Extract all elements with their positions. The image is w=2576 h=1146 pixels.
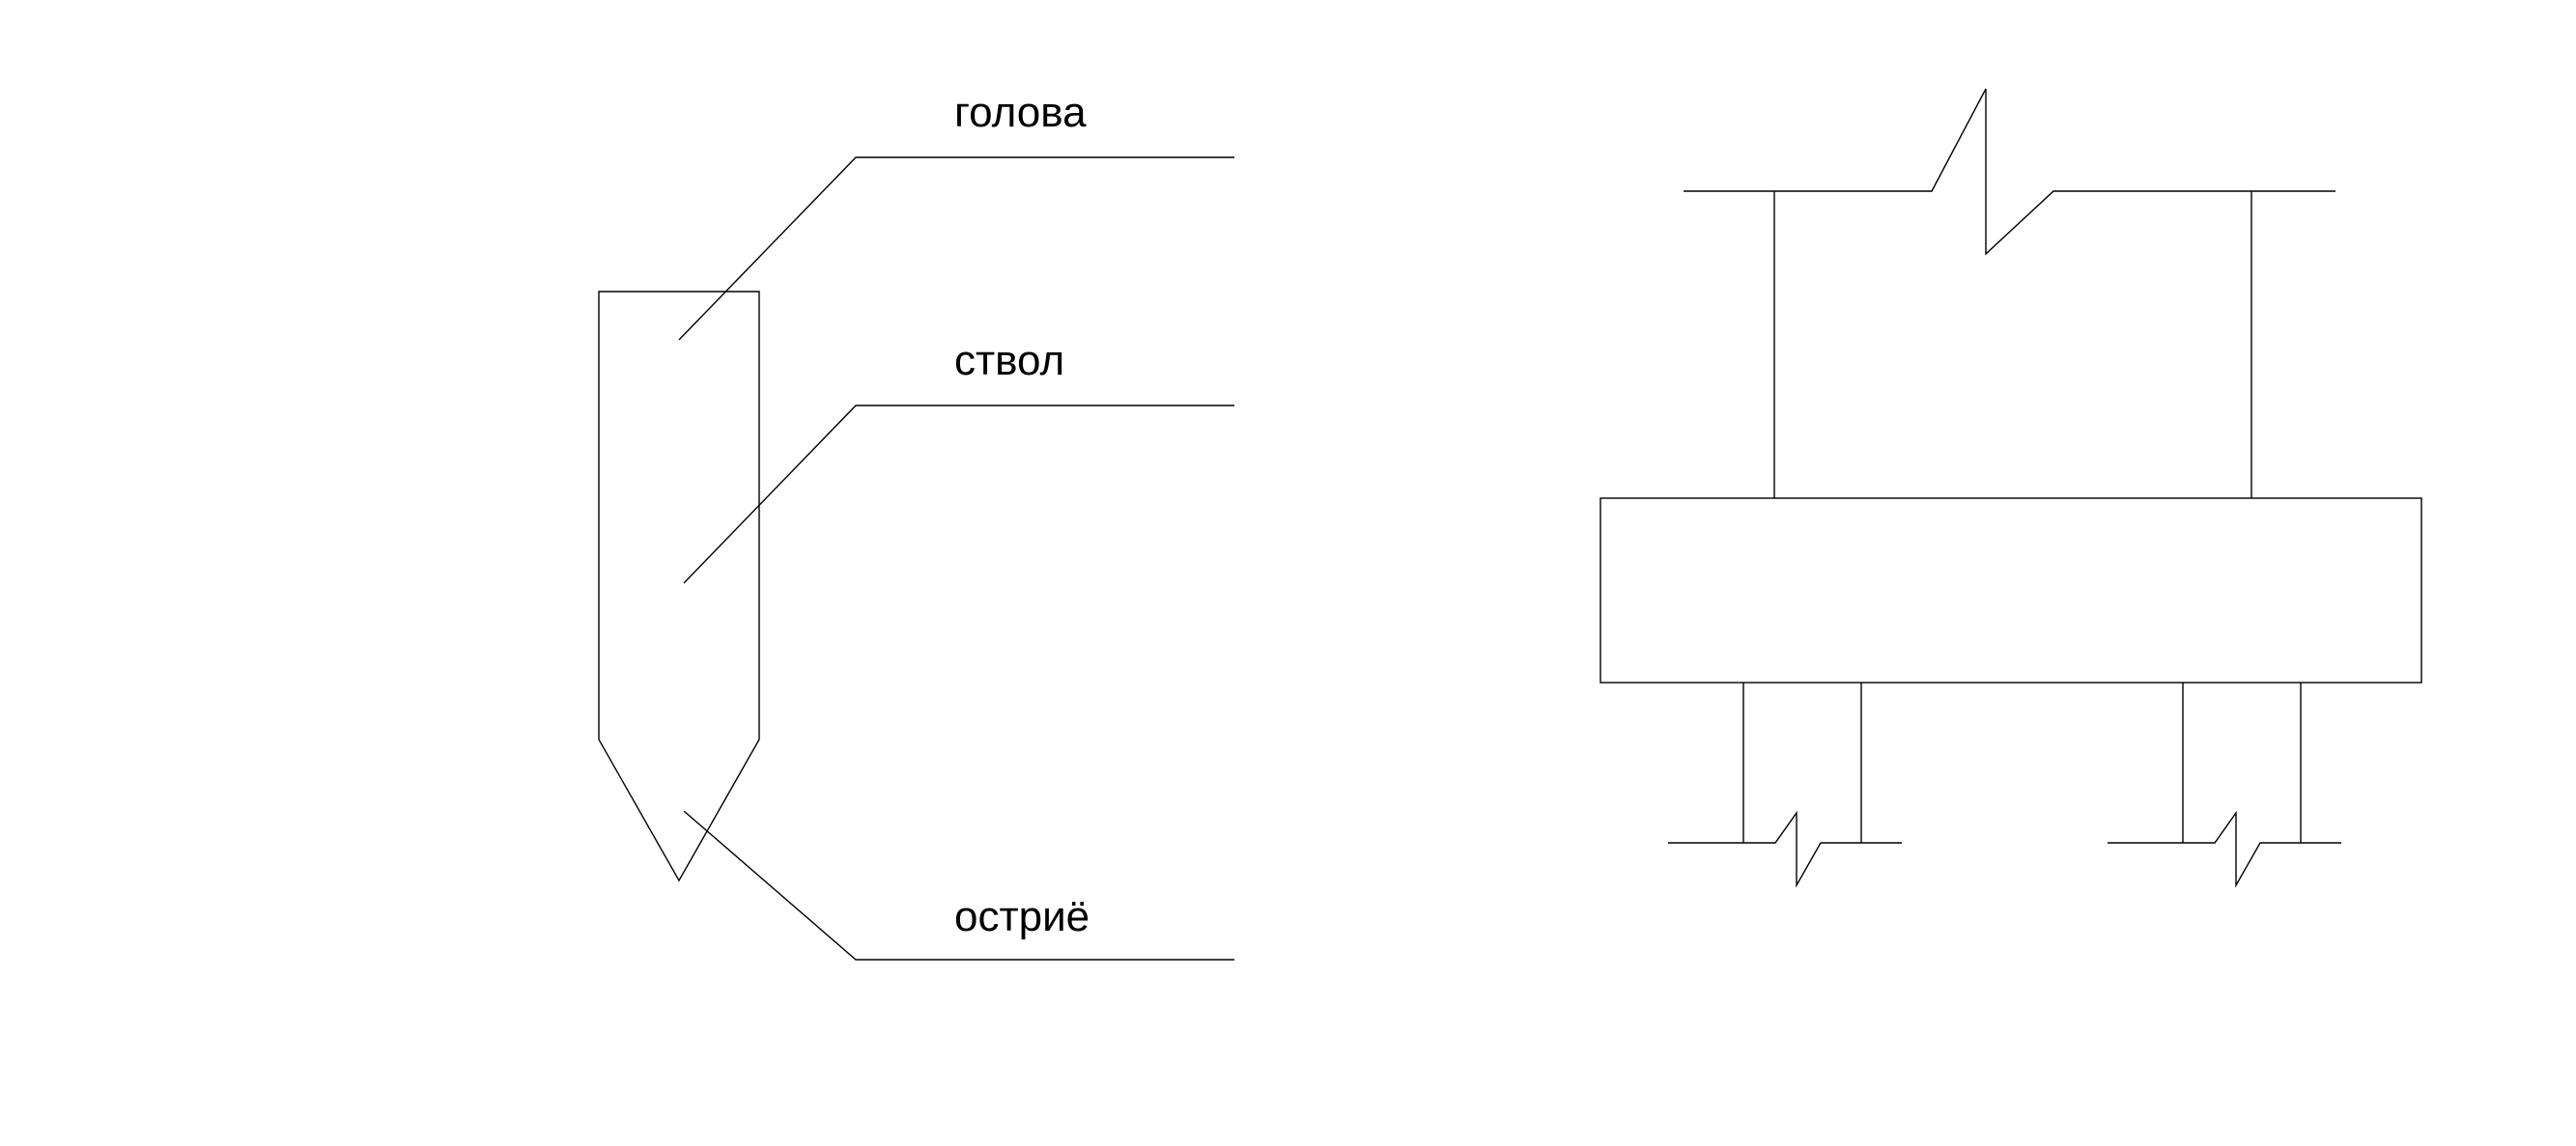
- pile-foundation-figure: [1599, 88, 2422, 888]
- column-top-break-line: [1684, 88, 2335, 256]
- left-pile-break-line: [1668, 810, 1902, 888]
- callout-shaft-leader: [683, 405, 1234, 584]
- callout-head: голова: [678, 89, 1234, 341]
- pile-outline: [598, 291, 760, 882]
- callout-shaft: ствол: [683, 337, 1234, 584]
- callout-tip-leader: [683, 810, 1234, 961]
- callout-head-leader: [678, 156, 1234, 341]
- label-shaft: ствол: [954, 337, 1064, 384]
- pile-cap: [1599, 497, 2422, 684]
- callout-tip: остриё: [683, 810, 1234, 961]
- right-pile-break-line: [2108, 810, 2341, 888]
- label-head: голова: [954, 89, 1087, 136]
- label-tip: остриё: [954, 893, 1090, 940]
- pile-figure: [598, 291, 760, 882]
